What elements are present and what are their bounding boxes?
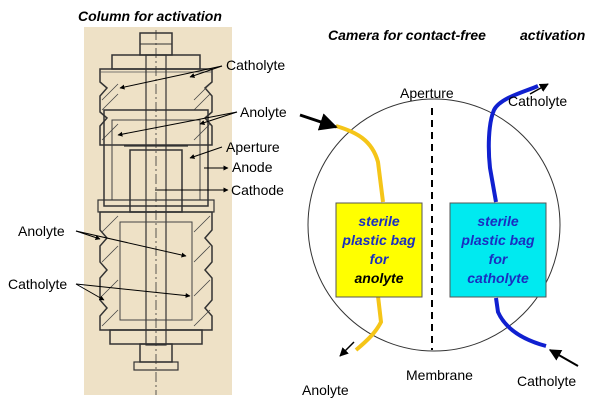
bag-catholyte-line1: sterile (477, 213, 518, 229)
bag-catholyte-line4: catholyte (467, 270, 529, 286)
label-catholyte-top-right: Catholyte (508, 93, 567, 109)
label-catholyte-left: Catholyte (8, 276, 67, 292)
catholyte-tube-in (494, 297, 547, 348)
catholyte-outflow-arrow (529, 83, 549, 95)
label-aperture-left: Aperture (226, 139, 280, 155)
label-catholyte-top-left: Catholyte (226, 57, 285, 73)
label-anolyte-right-left: Anolyte (240, 104, 287, 120)
bag-anolyte-line2: plastic bag (341, 232, 416, 248)
label-anode: Anode (232, 159, 273, 175)
right-title-part2: activation (520, 27, 585, 43)
bag-catholyte (449, 202, 547, 298)
left-leader-lines (75, 65, 238, 301)
bag-catholyte-line2: plastic bag (460, 232, 535, 248)
anolyte-tube-in (335, 124, 385, 203)
bag-anolyte (335, 202, 423, 298)
label-cathode: Cathode (231, 182, 284, 198)
bag-anolyte-line4: anolyte (354, 270, 403, 286)
anolyte-inflow-arrow (299, 113, 338, 131)
bag-anolyte-line1: sterile (358, 213, 399, 229)
column-drawing (84, 27, 232, 395)
bag-anolyte-line3: for (370, 251, 390, 267)
right-title-part1: Camera for contact-free (328, 27, 486, 43)
label-catholyte-bottom-right: Catholyte (517, 373, 576, 389)
anolyte-outflow-arrow (339, 341, 355, 357)
label-aperture-right: Aperture (400, 85, 454, 101)
catholyte-tube-out (486, 84, 539, 203)
label-anolyte-left: Anolyte (18, 223, 65, 239)
left-title: Column for activation (78, 8, 222, 24)
label-anolyte-bottom-right: Anolyte (302, 382, 349, 398)
anolyte-tube-out (354, 295, 384, 352)
catholyte-inflow-arrow (548, 349, 579, 367)
label-membrane: Membrane (406, 367, 473, 383)
bag-catholyte-line3: for (489, 251, 509, 267)
